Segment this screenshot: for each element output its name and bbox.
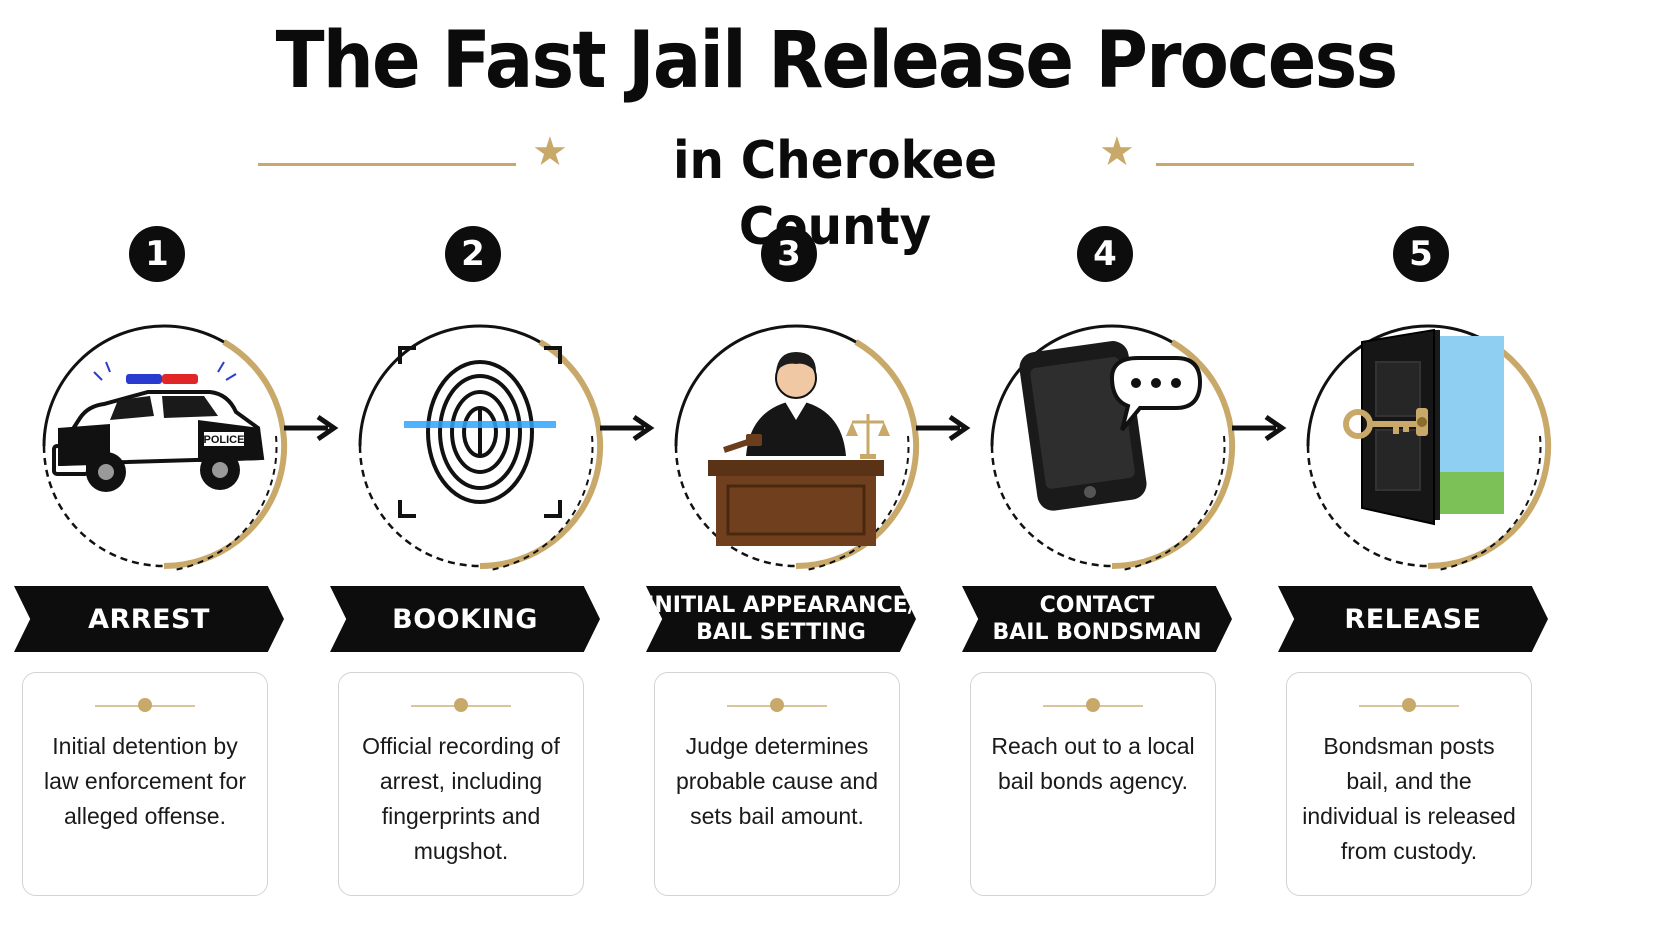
divider-line-left xyxy=(258,163,516,166)
open-door-key-icon xyxy=(1343,328,1504,526)
step-number-badge: 1 xyxy=(129,226,185,282)
star-icon: ★ xyxy=(532,130,568,174)
arrow-right-icon xyxy=(1232,414,1287,442)
step-label-banner: BOOKING xyxy=(330,586,600,652)
star-icon: ★ xyxy=(1099,130,1135,174)
step-label-banner: CONTACT BAIL BONDSMAN xyxy=(962,586,1232,652)
step-label-banner: RELEASE xyxy=(1278,586,1548,652)
step-number-badge: 5 xyxy=(1393,226,1449,282)
step-description-card: Initial detention by law enforcement for… xyxy=(22,672,268,896)
dot-icon xyxy=(454,698,468,712)
arrow-right-icon xyxy=(284,414,339,442)
page-title: The Fast Jail Release Process xyxy=(275,16,1399,106)
step-description-card: Reach out to a local bail bonds agency. xyxy=(970,672,1216,896)
step-label-banner: ARREST xyxy=(14,586,284,652)
step-number-badge: 4 xyxy=(1077,226,1133,282)
step-label-banner: INITIAL APPEARANCE/ BAIL SETTING xyxy=(646,586,916,652)
step-description: Judge determines probable cause and sets… xyxy=(675,733,879,829)
dot-icon xyxy=(770,698,784,712)
subtitle-row: ★ in Cherokee County ★ xyxy=(0,128,1672,257)
step-number-badge: 3 xyxy=(761,226,817,282)
step-description-card: Bondsman posts bail, and the individual … xyxy=(1286,672,1532,896)
step-booking: 2 BOOKING Official recording of arrest, … xyxy=(330,222,650,902)
fingerprint-icon xyxy=(398,346,562,518)
step-description-card: Official recording of arrest, including … xyxy=(338,672,584,896)
dot-icon xyxy=(138,698,152,712)
judge-icon xyxy=(708,352,890,546)
step-description: Reach out to a local bail bonds agency. xyxy=(991,733,1195,794)
step-ring xyxy=(990,324,1236,571)
dot-icon xyxy=(1402,698,1416,712)
step-description: Bondsman posts bail, and the individual … xyxy=(1302,733,1516,864)
step-description-card: Judge determines probable cause and sets… xyxy=(654,672,900,896)
step-ring xyxy=(358,324,604,571)
step-description: Official recording of arrest, including … xyxy=(362,733,560,864)
step-initial-appearance: 3 INITIAL APPEARANCE/ BAIL SETTING xyxy=(646,222,966,902)
svg-text:POLICE: POLICE xyxy=(204,434,245,446)
step-contact-bondsman: 4 CONTACT BAIL BONDSMAN Reach out to a l… xyxy=(962,222,1282,902)
step-ring xyxy=(1306,324,1552,571)
phone-chat-icon xyxy=(1019,341,1203,511)
arrow-right-icon xyxy=(916,414,971,442)
police-car-icon: POLICE xyxy=(52,361,265,492)
step-arrest: 1 POLICE ARREST Initial detention by law… xyxy=(14,222,334,902)
step-description: Initial detention by law enforcement for… xyxy=(44,733,246,829)
step-ring: POLICE xyxy=(42,324,288,571)
step-number-badge: 2 xyxy=(445,226,501,282)
divider-line-right xyxy=(1156,163,1414,166)
step-release: 5 RELEASE Bondsman posts bail, and the i… xyxy=(1278,222,1598,902)
dot-icon xyxy=(1086,698,1100,712)
page-subtitle: in Cherokee County xyxy=(672,131,998,257)
arrow-right-icon xyxy=(600,414,655,442)
step-ring xyxy=(674,324,920,571)
